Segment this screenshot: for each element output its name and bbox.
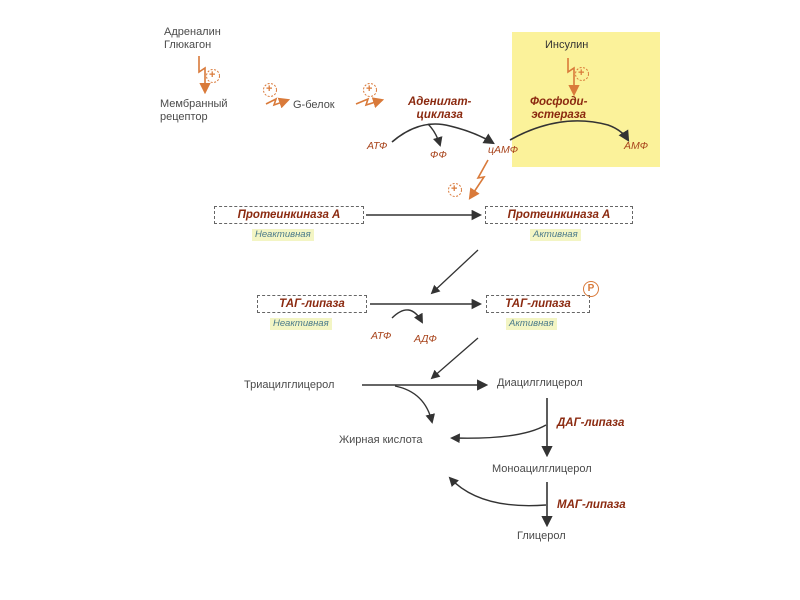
g-protein-label: G-белок [293,99,335,111]
tag-lipase-inactive-box: ТАГ-липаза [257,295,367,313]
tag-lipase-active-state: Активная [506,318,557,331]
adp-label: АДФ [414,333,437,345]
arrow-atp-adp [391,309,423,324]
camp-label: цАМФ [488,144,519,156]
monoacylglycerol-label: Моноацилглицерол [492,463,592,475]
pka-inactive-box: Протеинкиназа А [214,206,364,224]
pka-inactive-state: Неактивная [252,229,314,242]
membrane-receptor-label: Мембранный рецептор [160,98,228,123]
bolt-gprotein-cyclase [355,97,385,109]
amp-label: АМФ [624,140,649,152]
pka-active-state: Активная [530,229,581,242]
phosphodiesterase-label: Фосфоди- эстераза [530,96,588,122]
hormone-glucagon: Глюкагон [164,38,212,51]
arrow-tag-fattyacid [394,385,435,424]
triacylglycerol-label: Триацилглицерол [244,379,335,391]
tag-lipase-inactive-state: Неактивная [270,318,332,331]
dag-lipase-label: ДАГ-липаза [557,417,625,429]
plus-sign: + [366,83,373,95]
arrow-mag-fattyacid [448,476,547,507]
plus-sign: + [209,69,216,81]
bolt-receptor-gprotein [265,97,291,109]
mag-lipase-label: МАГ-липаза [557,499,626,511]
bolt-camp-pka [468,159,489,200]
plus-sign: + [266,83,273,95]
adenylate-cyclase-label: Аденилат- циклаза [408,96,472,122]
bolt-hormone-receptor [198,56,211,95]
atp2-label: АТФ [371,330,392,342]
pka-active-box: Протеинкиназа А [485,206,633,224]
plus-sign: + [578,67,585,79]
arrow-pka-tag [430,249,479,295]
plus-sign: + [451,183,458,195]
arrow-camp-amp [509,120,630,142]
atp-label: АТФ [367,140,388,152]
hormone-adrenaline: Адреналин [164,26,221,38]
arrow-dag-fattyacid [450,424,547,444]
arrow-ppi-branch [427,123,443,147]
bolt-insulin-pde [567,58,580,97]
insulin-highlight-panel [512,32,660,167]
glycerol-label: Глицерол [517,530,566,542]
ppi-label: ФФ [430,149,447,161]
arrow-taglipase-reaction [430,337,479,380]
tag-lipase-active-box: ТАГ-липаза [486,295,590,313]
fatty-acid-label: Жирная кислота [339,434,423,446]
insulin-label: Инсулин [545,39,589,51]
arrow-atp-camp [391,123,495,145]
hormones-label: Адреналин Глюкагон [164,26,221,51]
phosphate-icon: P [583,281,599,297]
diacylglycerol-label: Диацилглицерол [497,377,583,389]
